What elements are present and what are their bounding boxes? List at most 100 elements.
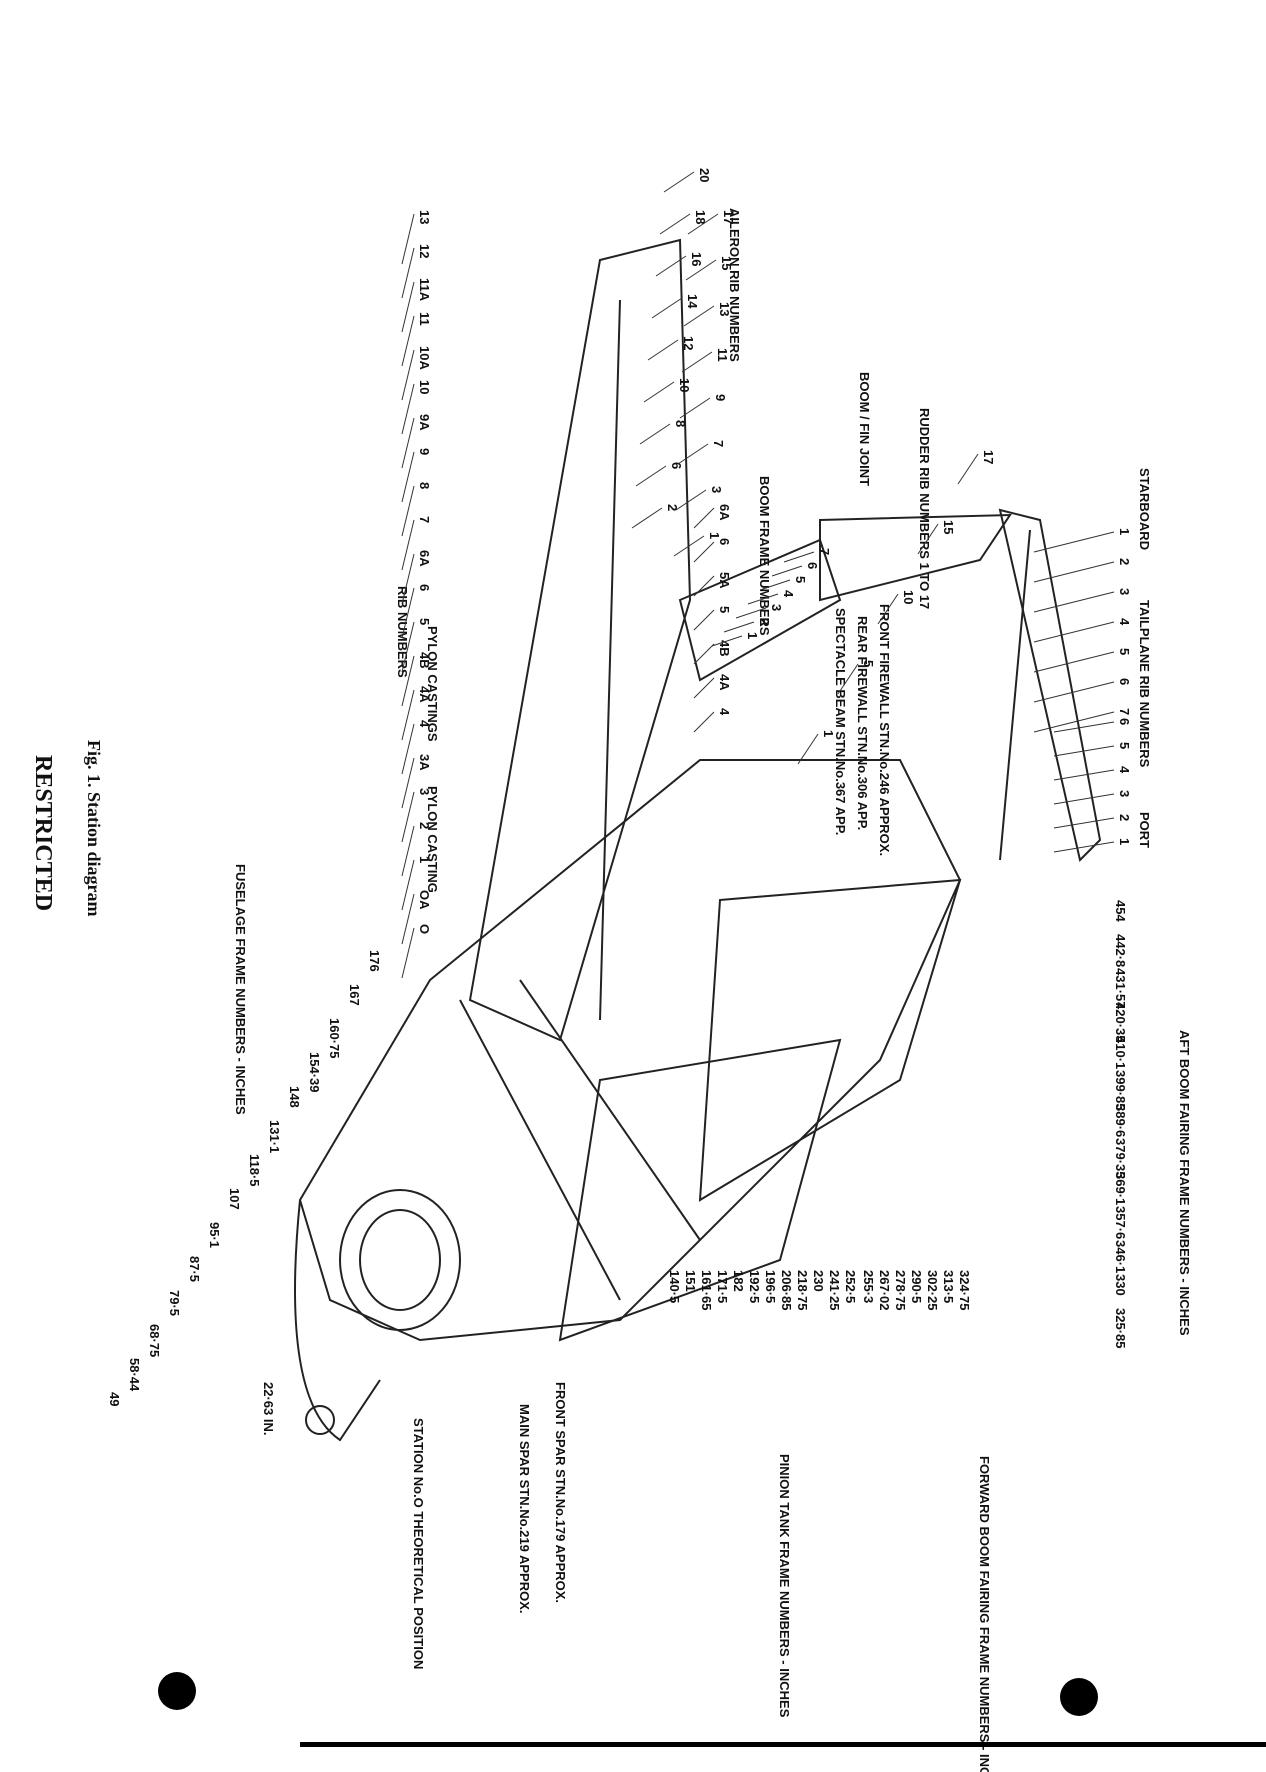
tailplane-rib-number: 5 [1117, 742, 1132, 749]
aft-boom-frame-number: 442·8 [1113, 934, 1128, 967]
wing-rib-number-leader [401, 655, 415, 707]
pinion-tank-frame-heading: PINION TANK FRAME NUMBERS - INCHES [777, 1454, 792, 1718]
tailplane-rib-number: 7 [1117, 708, 1132, 715]
boom-frame-number-leader [711, 635, 743, 647]
tailplane-rib-number: 6 [1117, 718, 1132, 725]
aft-boom-frame-number: 330 [1113, 1274, 1128, 1296]
pinion-tank-frame-number: 196·5 [763, 1270, 778, 1303]
wing-rib-number: 11 [417, 312, 432, 326]
wing-rib-number-leader [401, 927, 415, 979]
wing-rib-number: 4A [417, 686, 432, 703]
figure-caption: Fig. 1. Station diagram [84, 740, 104, 917]
aileron-rib-number-leader [631, 507, 663, 529]
rudder-rib-number-leader [917, 523, 939, 555]
tailplane-rib-number-leader [1033, 591, 1115, 613]
wing-rib-number-leader [401, 689, 415, 741]
fuselage-frame-number: 118·5 [247, 1154, 262, 1187]
aileron-rib-number: 13 [717, 302, 732, 316]
fuselage-frame-number: 58·44 [127, 1358, 142, 1392]
aileron-rib-number-leader [677, 443, 709, 465]
port-label: PORT [1137, 812, 1152, 848]
tailplane-rib-number-leader [1033, 651, 1115, 673]
fuselage-frame-number: 160·75 [327, 1018, 342, 1058]
tailplane-rib-number-leader [1033, 561, 1115, 583]
boom-frame-number: 1 [745, 632, 760, 639]
boom-frame-number: 7 [817, 548, 832, 555]
aileron-rib-number: 3 [709, 486, 724, 493]
rudder-rib-number-leader [957, 453, 979, 485]
tailplane-rib-number-leader [1053, 817, 1115, 829]
wing-rib-number: 7 [417, 516, 432, 523]
aft-boom-frame-number: 357·6 [1113, 1206, 1128, 1239]
rudder-rib-number-leader [877, 593, 899, 625]
pinion-tank-frame-number: 218·75 [795, 1270, 810, 1310]
rudder-rib-number: 10 [901, 590, 916, 604]
pinion-tank-frame-number: 206·85 [779, 1270, 794, 1310]
forward-boom-frame-number: 267·02 [877, 1270, 892, 1310]
wing-rib-number: 4 [717, 708, 732, 716]
wing-rib-number-leader [693, 711, 715, 733]
fuselage-frame-number: 148 [287, 1086, 302, 1108]
wing-rib-number-leader [401, 859, 415, 911]
tailplane-rib-number-leader [1053, 745, 1115, 757]
wing-rib-number: 12 [417, 244, 432, 258]
tailplane-rib-number-leader [1033, 621, 1115, 643]
wing-rib-number: 4B [717, 640, 732, 657]
fuselage-frame-number: 49 [107, 1392, 122, 1406]
wing-rib-number-leader [693, 575, 715, 597]
wing-rib-number-leader [401, 723, 415, 775]
tailplane-rib-number: 3 [1117, 588, 1132, 595]
wing-rib-number-leader [693, 677, 715, 699]
boom-frame-number: 4 [781, 590, 796, 598]
wing-rib-number: 5 [417, 618, 432, 625]
aileron-rib-number-leader [639, 423, 671, 445]
aileron-rib-number: 7 [711, 440, 726, 447]
rudder-rib-number: 15 [941, 520, 956, 534]
rudder-rib-numbers-heading: RUDDER RIB NUMBERS 1 TO 17 [917, 408, 932, 609]
aft-boom-frame-number: 420·35 [1113, 1002, 1128, 1042]
nose-offset-label: 22·63 IN. [261, 1382, 276, 1435]
rudder-rib-number: 1 [821, 730, 836, 737]
fuselage-frame-number: 95·1 [207, 1222, 222, 1248]
fuselage-frame-number: 79·5 [167, 1290, 182, 1316]
wing-rib-number: 6A [717, 504, 732, 521]
forward-boom-frame-number: 302·25 [925, 1270, 940, 1310]
wing-rib-number: 9A [417, 414, 432, 431]
aileron-rib-number-leader [659, 213, 691, 235]
aft-boom-frame-number: 410·1 [1113, 1036, 1128, 1069]
wing-rib-number: 4A [717, 674, 732, 691]
aileron-rib-number: 18 [693, 210, 708, 224]
aileron-rib-number-leader [681, 351, 713, 373]
pinion-tank-frame-number: 252·5 [843, 1270, 858, 1303]
spectacle-beam-label: SPECTACLE BEAM STN.No.367 APP. [833, 608, 848, 835]
boom-frame-number-leader [783, 551, 815, 563]
tailplane-rib-number-leader [1053, 841, 1115, 853]
fuselage-frame-number: 167 [347, 984, 362, 1006]
wing-rib-number-leader [401, 791, 415, 843]
tailplane-rib-number: 1 [1117, 838, 1132, 845]
aileron-rib-number-leader [635, 465, 667, 487]
tailplane-rib-number: 5 [1117, 648, 1132, 655]
forward-boom-frame-number: 313·5 [941, 1270, 956, 1303]
pinion-tank-frame-number: 161·65 [699, 1270, 714, 1310]
boom-fin-joint-label: BOOM / FIN JOINT [857, 372, 872, 486]
binder-hole-left [158, 1672, 196, 1710]
wing-rib-number-leader [693, 507, 715, 529]
aircraft-cutaway-drawing [294, 238, 1102, 1442]
rear-firewall-label: REAR FIREWALL STN.No.306 APP. [855, 616, 870, 830]
rudder-rib-number-leader [837, 663, 859, 695]
pylon-casting-label: PYLON CASTING [425, 786, 440, 893]
aft-boom-frame-number: 399·85 [1113, 1070, 1128, 1110]
wing-rib-number-leader [401, 383, 415, 435]
forward-boom-frame-number: 255·3 [861, 1270, 876, 1303]
aileron-rib-number: 6 [669, 462, 684, 469]
aileron-rib-number-leader [647, 339, 679, 361]
boom-frame-number: 3 [769, 604, 784, 611]
main-spar-label: MAIN SPAR STN.No.219 APPROX. [517, 1404, 532, 1613]
aileron-rib-number-leader [685, 259, 717, 281]
front-firewall-label: FRONT FIREWALL STN.No.246 APPROX. [877, 604, 892, 856]
tailplane-rib-number-leader [1033, 711, 1115, 733]
fuselage-frame-number: 176 [367, 950, 382, 972]
aileron-rib-number: 14 [685, 294, 700, 309]
aileron-rib-number: 1 [707, 532, 722, 539]
